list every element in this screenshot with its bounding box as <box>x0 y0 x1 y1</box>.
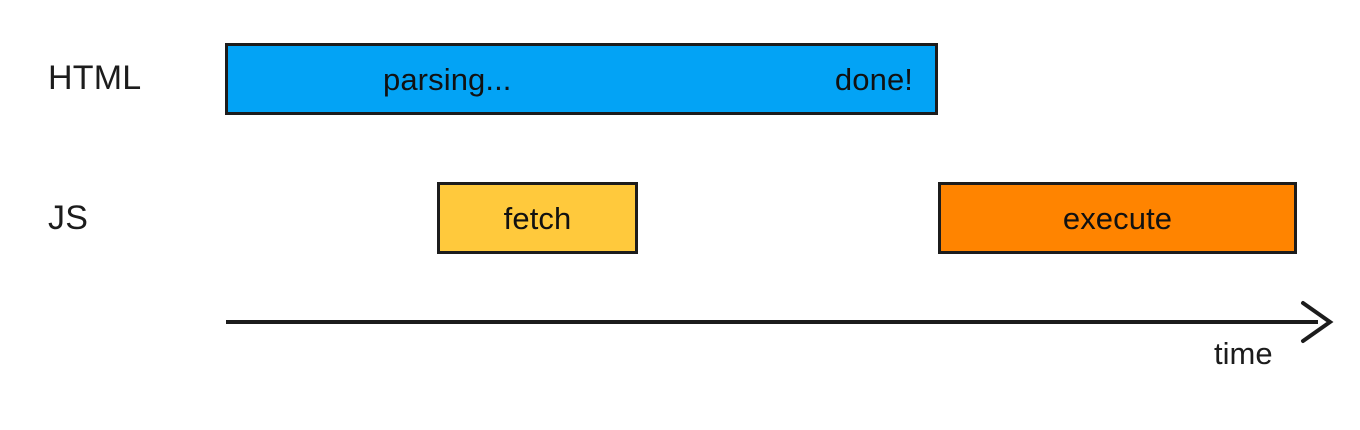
bar-label-execute: execute <box>1062 200 1173 236</box>
bar-js-fetch: fetch <box>437 182 638 254</box>
axis-time-label: time <box>1214 336 1273 371</box>
row-label-js: JS <box>48 199 89 237</box>
bar-js-execute: execute <box>938 182 1297 254</box>
bar-html-parsing: parsing... done! <box>225 43 938 115</box>
bar-label-fetch: fetch <box>503 200 572 236</box>
row-label-html: HTML <box>48 59 142 97</box>
bar-label-parsing: parsing... <box>383 61 512 97</box>
time-axis-arrowhead-icon <box>1301 301 1334 343</box>
bar-label-done: done! <box>834 61 913 97</box>
